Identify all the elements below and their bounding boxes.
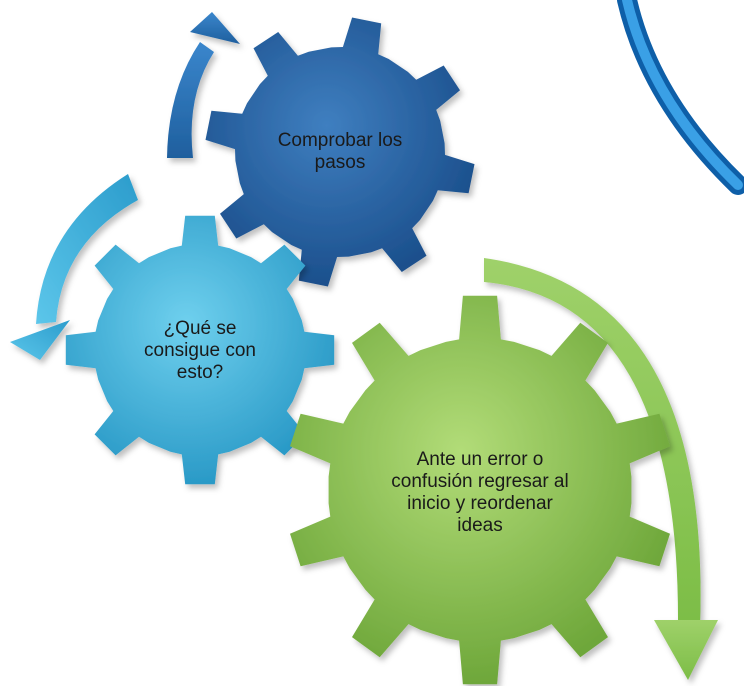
gear-comprobar xyxy=(205,17,475,287)
gear-label-line: confusión regresar al xyxy=(391,471,569,492)
arrow-green xyxy=(484,258,718,680)
gear-label-comprobar: Comprobar los pasos xyxy=(255,122,425,182)
gear-label-line: pasos xyxy=(314,152,366,173)
gear-label-line: ideas xyxy=(457,515,503,536)
gear-label-line: consigue con xyxy=(144,340,256,361)
gear-label-ante-un-error: Ante un error o confusión regresar al in… xyxy=(365,438,595,548)
gear-que-se-consigue xyxy=(65,215,335,485)
gear-ante-un-error xyxy=(290,295,670,685)
ring-decoration xyxy=(617,0,744,195)
gear-label-line: esto? xyxy=(176,362,224,383)
gear-label-line: Comprobar los xyxy=(277,130,403,151)
gear-label-line: inicio y reordenar xyxy=(407,493,553,514)
arrow-dark-blue xyxy=(167,12,240,158)
gears-layer xyxy=(65,17,670,685)
arrow-light-blue xyxy=(10,174,138,360)
gear-label-que-se-consigue: ¿Qué se consigue con esto? xyxy=(115,312,285,390)
gear-label-line: Ante un error o xyxy=(416,449,544,470)
gear-label-line: ¿Qué se xyxy=(163,318,237,339)
